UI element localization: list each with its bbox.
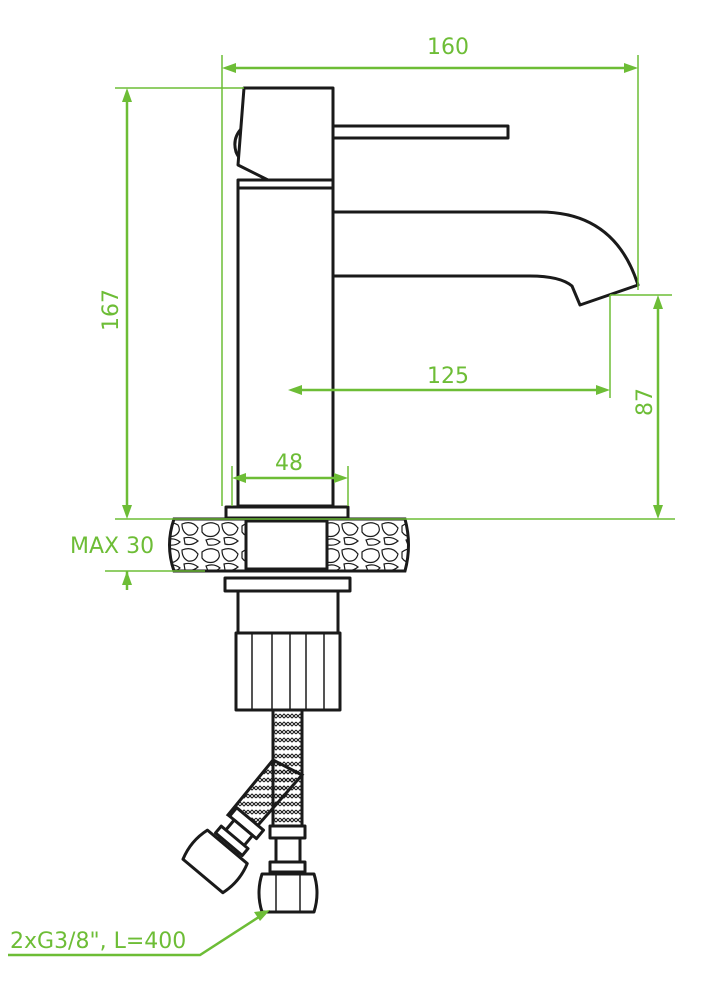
handle-block — [236, 86, 335, 182]
spout-reach-label: 125 — [427, 364, 469, 389]
mounting-sleeve — [236, 589, 340, 635]
mounting-shank — [244, 519, 329, 571]
faucet-base — [224, 505, 350, 520]
faucet-body — [236, 186, 335, 508]
faucet-drawing — [168, 86, 640, 914]
spout — [331, 186, 640, 307]
hose-spec-label: 2xG3/8", L=400 — [10, 929, 186, 954]
hose-ring — [268, 860, 307, 874]
angled-hose-fitting — [181, 806, 265, 895]
mounting-nut — [234, 631, 342, 712]
max-thickness-label: MAX 30 — [70, 534, 154, 559]
dimension-lines — [8, 55, 675, 957]
spout-height-label: 87 — [633, 388, 658, 416]
height-label: 167 — [99, 289, 124, 331]
hose-ferrule — [268, 824, 307, 840]
hose-hex-nut — [257, 872, 319, 914]
base-diameter-label: 48 — [275, 451, 303, 476]
width-label: 160 — [427, 35, 469, 60]
mounting-washer — [223, 576, 352, 593]
nut-ribs — [251, 633, 325, 710]
handle-lever — [331, 124, 510, 140]
